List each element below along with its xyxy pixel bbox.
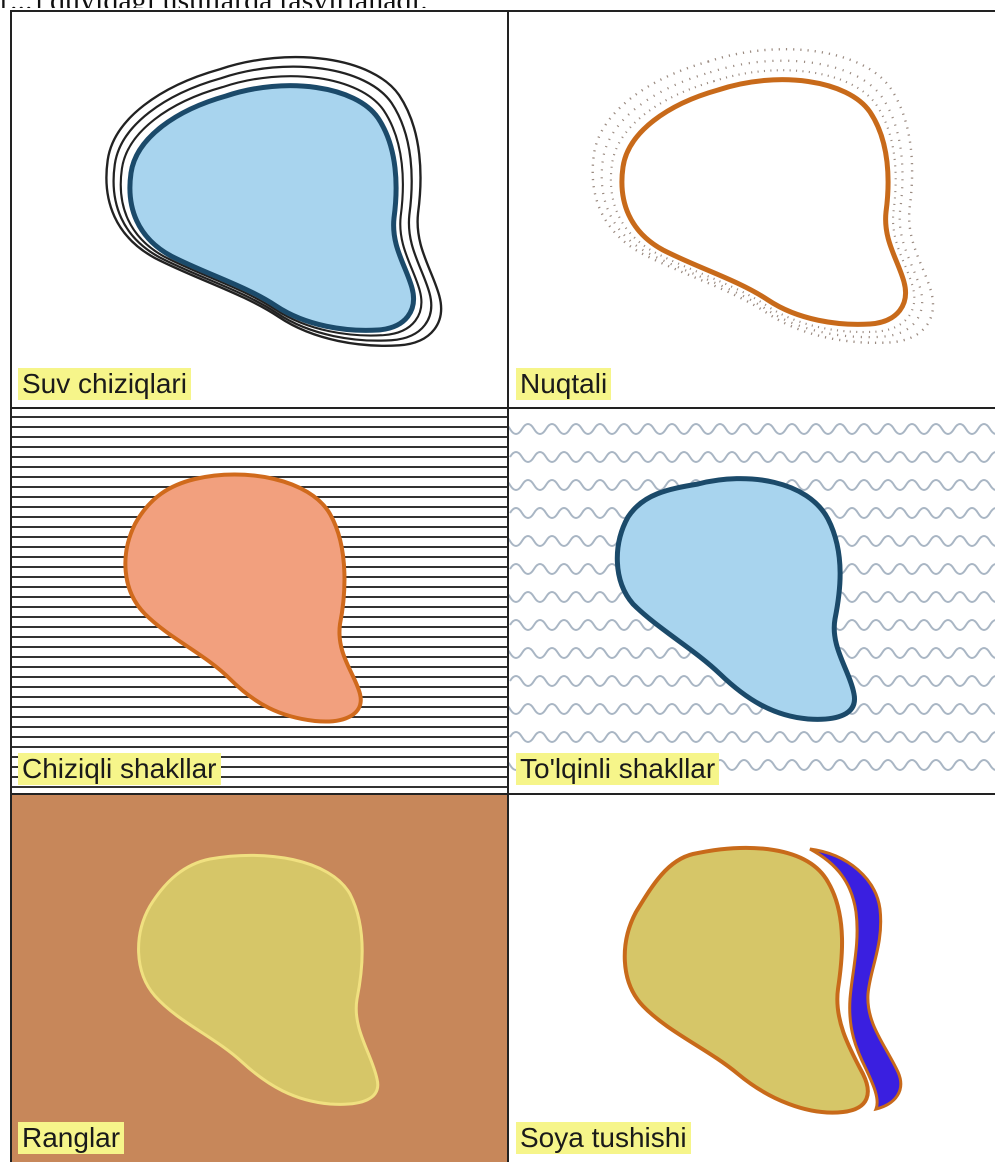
symbol-grid: Suv chiziqlari Nuqtali Chiziqli shakllar — [10, 10, 995, 1162]
panel-label: Suv chiziqlari — [18, 368, 191, 400]
panel-label: Ranglar — [18, 1122, 124, 1154]
panel-tolqinli-shakllar: To'lqinli shakllar — [508, 409, 995, 793]
wave-line — [508, 424, 995, 434]
lake-fill — [625, 848, 868, 1113]
panel-chiziqli-shakllar: Chiziqli shakllar — [10, 409, 507, 793]
shadow-lake-graphic — [508, 794, 995, 1162]
panel-label: To'lqinli shakllar — [516, 753, 719, 785]
panel-label: Soya tushishi — [516, 1122, 691, 1154]
wave-line — [510, 732, 995, 742]
panel-suv-chiziqlari: Suv chiziqlari — [10, 10, 507, 408]
cropped-heading-text: [...] quyidagi usullarda tasvirlanadi: — [0, 0, 640, 8]
lake-outline — [622, 80, 906, 325]
grid-border-top — [10, 10, 995, 12]
colored-lake-graphic — [10, 794, 507, 1162]
wave-line — [510, 452, 995, 462]
grid-border-left — [10, 10, 12, 1162]
hatched-lake-graphic — [10, 409, 507, 793]
wave-line — [508, 704, 995, 714]
lake-fill — [125, 474, 360, 721]
panel-nuqtali: Nuqtali — [508, 10, 995, 408]
contour-lines-lake-graphic — [10, 10, 507, 408]
grid-divider-row2 — [10, 793, 995, 795]
dotted-lake-graphic — [508, 10, 995, 408]
panel-label: Chiziqli shakllar — [18, 753, 221, 785]
grid-divider-row1 — [10, 407, 995, 409]
lake-fill — [139, 855, 378, 1104]
grid-divider-vertical — [507, 10, 509, 1162]
lake-fill — [130, 86, 414, 331]
panel-soya-tushishi: Soya tushishi — [508, 794, 995, 1162]
wave-lake-graphic — [508, 409, 995, 793]
panel-ranglar: Ranglar — [10, 794, 507, 1162]
cropped-heading-line: [...] quyidagi usullarda tasvirlanadi: — [0, 0, 640, 8]
panel-label: Nuqtali — [516, 368, 611, 400]
